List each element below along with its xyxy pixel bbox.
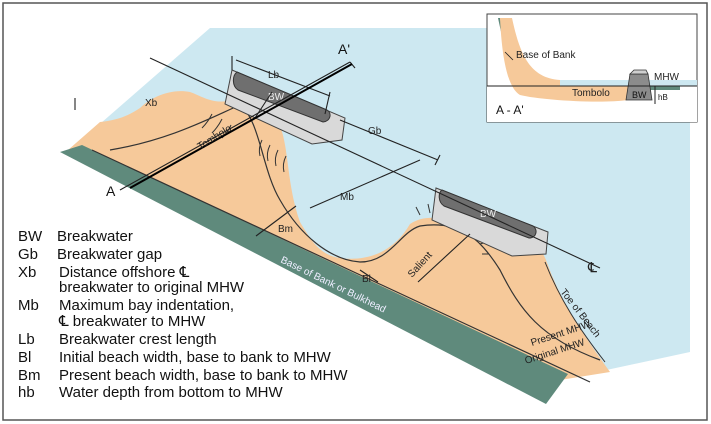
legend-desc-lb: Breakwater crest length	[59, 331, 217, 348]
inset-section-label: A - A'	[496, 103, 524, 117]
legend-key-bw: BW	[18, 228, 43, 245]
original-mhw-line	[91, 149, 591, 383]
breakwater-1: BW	[224, 69, 346, 145]
beach-area	[68, 91, 610, 380]
legend-desc-gb: Breakwater gap	[57, 246, 162, 263]
xb-label: Xb	[145, 98, 158, 109]
bw2-label: BW	[480, 209, 497, 220]
gb-label: Gb	[368, 126, 382, 137]
legend-key-mb: Mb	[18, 297, 39, 314]
toe-line	[544, 261, 606, 363]
section-line	[129, 63, 353, 189]
legend-desc-xb: Distance offshore ℄	[59, 264, 190, 281]
legend-key-lb: Lb	[18, 331, 35, 348]
bw1-label: BW	[268, 92, 285, 103]
dimension-lines	[74, 56, 601, 283]
bl-label: Bl	[362, 274, 371, 285]
inset-mhw-label: MHW	[654, 72, 680, 83]
mb-label: Mb	[340, 192, 354, 203]
legend-desc-bm: Present beach width, base to bank to MHW	[59, 367, 348, 384]
inset-section: Base of Bank MHW Tombolo BW hB A - A'	[486, 13, 698, 123]
legend-key-bm: Bm	[18, 367, 41, 384]
a-prime-marker: A'	[338, 41, 350, 57]
legend-key-hb: hb	[18, 384, 35, 401]
a-marker: A	[106, 183, 116, 199]
inset-hb-label: hB	[658, 93, 668, 102]
legend-desc-hb: Water depth from bottom to MHW	[59, 384, 284, 401]
legend: BW Breakwater Gb Breakwater gap Xb Dista…	[18, 228, 348, 401]
inset-bw-label: BW	[632, 90, 647, 100]
legend-desc-bw: Breakwater	[57, 228, 133, 245]
legend-key-bl: Bl	[18, 349, 31, 366]
inset-tombolo-label: Tombolo	[572, 88, 610, 99]
lb-label: Lb	[268, 70, 280, 81]
legend-desc-bl: Initial beach width, base to bank to MHW	[59, 349, 332, 366]
bm-label: Bm	[278, 224, 293, 235]
inset-base-of-bank-label: Base of Bank	[516, 50, 576, 61]
tombolo-hatch	[201, 113, 287, 173]
legend-key-xb: Xb	[18, 264, 36, 281]
legend-desc-mb: Maximum bay indentation,	[59, 297, 234, 314]
legend-key-gb: Gb	[18, 246, 38, 263]
breakwater-2: BW	[431, 187, 549, 257]
legend-desc-mb-2: ℄ breakwater to MHW	[58, 313, 206, 330]
legend-desc-xb-2: breakwater to original MHW	[59, 279, 245, 296]
bank-strip	[60, 145, 568, 404]
centerline-label: ℄	[587, 259, 597, 275]
